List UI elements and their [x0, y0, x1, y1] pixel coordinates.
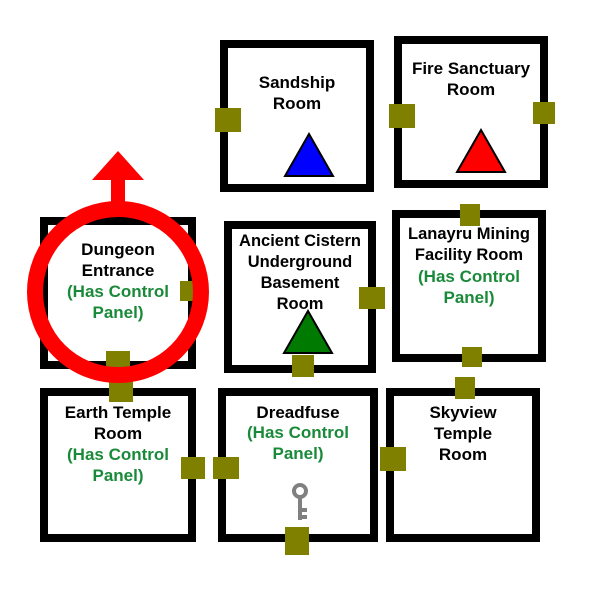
- room-skyview-temple[interactable]: Skyview Temple Room: [386, 388, 540, 542]
- room-lanayru-mining[interactable]: Lanayru Mining Facility Room (Has Contro…: [392, 210, 546, 362]
- door-skyview-north[interactable]: [455, 377, 475, 399]
- door-dungeon-entrance-south[interactable]: [106, 351, 130, 369]
- room-name: Skyview Temple Room: [429, 403, 497, 464]
- key-icon: [292, 483, 308, 520]
- room-sandship[interactable]: Sandship Room: [220, 40, 374, 192]
- selection-arrow-up-icon: [92, 151, 144, 208]
- door-ancient-cistern-south[interactable]: [292, 355, 314, 377]
- control-panel-label: (Has Control Panel): [418, 267, 520, 307]
- room-name: Fire Sanctuary Room: [411, 59, 531, 99]
- room-earth-temple[interactable]: Earth Temple Room (Has Control Panel): [40, 388, 196, 542]
- control-panel-label: (Has Control Panel): [67, 282, 169, 322]
- blue-triangle-icon: [283, 132, 335, 177]
- room-dreadfuse[interactable]: Dreadfuse (Has Control Panel): [218, 388, 378, 542]
- door-sandship-west[interactable]: [215, 108, 241, 132]
- door-dreadfuse-west[interactable]: [213, 457, 239, 479]
- room-name: Dreadfuse: [256, 403, 340, 422]
- door-ancient-cistern-east[interactable]: [359, 287, 385, 309]
- room-name: Sandship Room: [258, 73, 336, 113]
- room-ancient-cistern[interactable]: Ancient Cistern Underground Basement Roo…: [224, 221, 376, 373]
- door-earth-temple-north[interactable]: [109, 378, 133, 402]
- door-dreadfuse-south[interactable]: [285, 527, 309, 555]
- red-triangle-icon: [455, 128, 507, 173]
- room-dungeon-entrance[interactable]: Dungeon Entrance (Has Control Panel): [40, 217, 196, 369]
- room-name: Lanayru Mining Facility Room: [408, 225, 530, 264]
- door-lanayru-south[interactable]: [462, 347, 482, 367]
- green-triangle-icon: [282, 309, 334, 354]
- door-fire-sanctuary-east[interactable]: [533, 102, 555, 124]
- room-name: Dungeon Entrance: [81, 240, 155, 280]
- room-name: Ancient Cistern Underground Basement Roo…: [239, 232, 361, 313]
- control-panel-label: (Has Control Panel): [67, 445, 169, 485]
- control-panel-label: (Has Control Panel): [247, 423, 349, 463]
- door-fire-sanctuary-west[interactable]: [389, 104, 415, 128]
- door-skyview-west[interactable]: [380, 447, 406, 471]
- door-lanayru-north[interactable]: [460, 204, 480, 226]
- room-fire-sanctuary[interactable]: Fire Sanctuary Room: [394, 36, 548, 188]
- door-dungeon-entrance-east[interactable]: [180, 281, 194, 301]
- room-name: Earth Temple Room: [64, 403, 172, 443]
- door-earth-temple-east[interactable]: [181, 457, 205, 479]
